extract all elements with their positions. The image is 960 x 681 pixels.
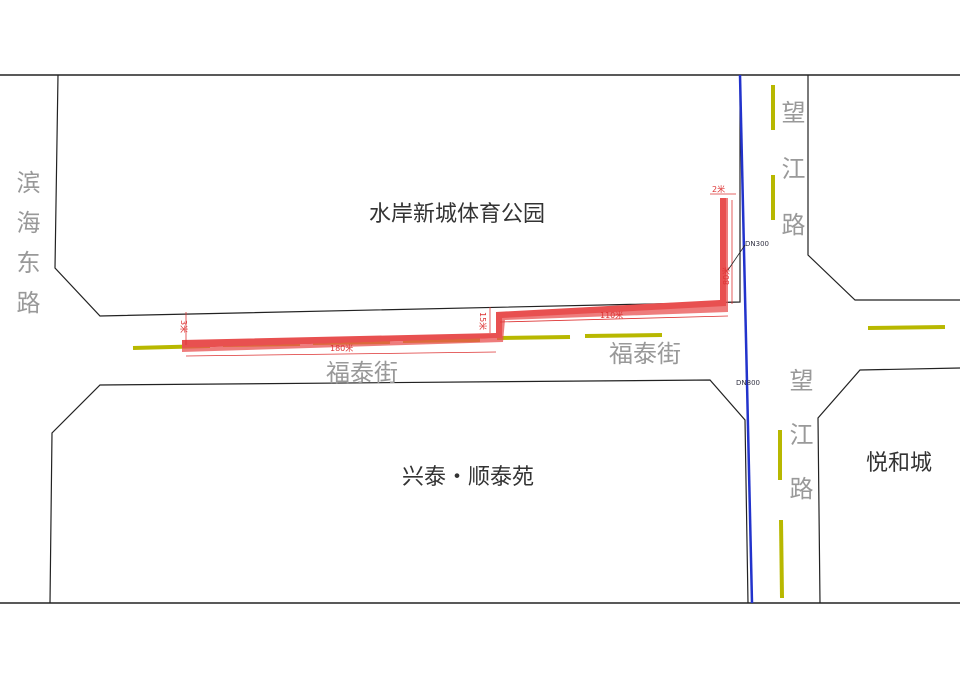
west-road-label: 滨海东路 (12, 170, 40, 330)
route-path-core (182, 198, 726, 348)
dim-length-right: 110米 (600, 310, 623, 320)
lane-marking (779, 519, 784, 599)
park-block (54, 74, 741, 317)
street-label-right: 福泰街 (609, 340, 681, 368)
east-road-label-south: 望江路 (785, 368, 813, 530)
ne-block (807, 75, 960, 301)
pipe-label-upper: DN300 (745, 240, 769, 248)
lane-marking (867, 325, 946, 330)
pipe-label-lower: DN800 (736, 379, 760, 387)
dim-length-left: 180米 (330, 343, 353, 353)
street-label-left: 福泰街 (326, 359, 398, 387)
lane-marking (584, 333, 663, 338)
residential-label: 兴泰・顺泰苑 (402, 465, 534, 490)
park-label: 水岸新城体育公园 (369, 202, 545, 227)
dim-width-top: 2米 (712, 184, 725, 194)
residential-block (49, 379, 749, 604)
pipeline (738, 74, 754, 604)
dimension-lines (185, 193, 746, 357)
lane-marking (496, 335, 571, 340)
dim-offset: 15米 (478, 312, 488, 330)
mall-label: 悦和城 (866, 451, 932, 476)
route-path (182, 198, 728, 352)
mall-block (817, 367, 960, 604)
dim-width-left: 3米 (179, 320, 189, 333)
dim-vertical: 80米 (721, 267, 731, 285)
east-road-label-north: 望江路 (777, 100, 805, 268)
